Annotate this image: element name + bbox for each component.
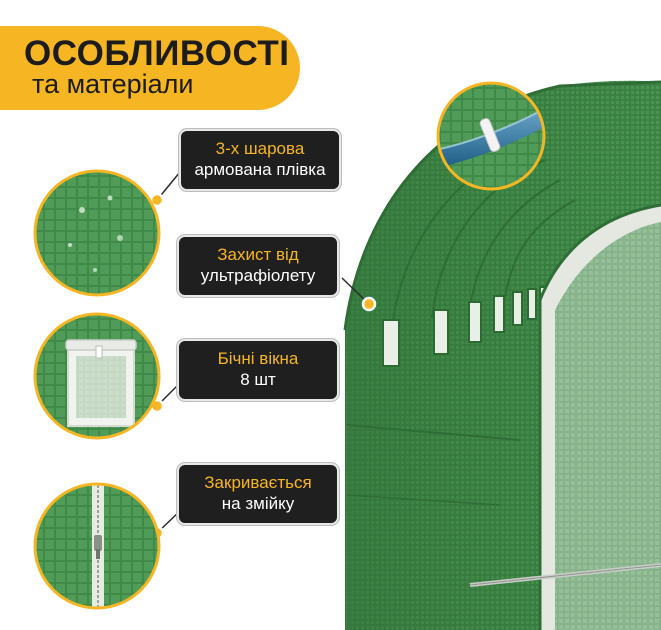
feature-title: Захист від — [217, 245, 299, 264]
feature-callout-film: 3-х шарова армована плівка — [179, 129, 341, 191]
greenhouse-body — [343, 80, 661, 630]
feature-detail: армована плівка — [194, 160, 326, 179]
window-closeup-icon — [33, 312, 161, 440]
page-subtitle: та матеріали — [32, 69, 194, 99]
zipper-closeup-icon — [33, 482, 161, 610]
title-banner — [0, 26, 300, 110]
mesh-closeup-icon — [33, 169, 161, 297]
feature-detail: ультрафіолету — [200, 266, 316, 285]
feature-callout-zipper: Закривається на змійку — [177, 463, 339, 525]
page-title: ОСОБЛИВОСТІ — [24, 34, 290, 73]
feature-title: Закривається — [204, 473, 312, 492]
feature-title: 3-х шарова — [215, 139, 305, 158]
feature-detail: на змійку — [221, 494, 295, 513]
feature-detail: 8 шт — [240, 370, 276, 389]
feature-callout-windows: Бічні вікна 8 шт — [177, 339, 339, 401]
feature-callout-uv: Захист від ультрафіолету — [177, 235, 339, 297]
roof-tube-closeup-icon — [436, 81, 546, 191]
feature-title: Бічні вікна — [217, 349, 299, 368]
